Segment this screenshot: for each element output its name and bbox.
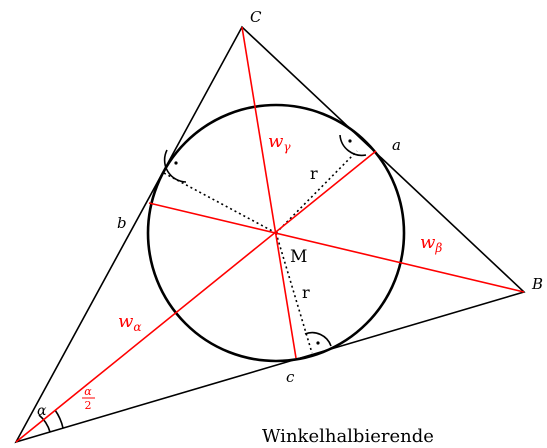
side-label-b: b bbox=[117, 214, 127, 232]
right-angle-mark-a bbox=[339, 134, 367, 157]
angle-arc-alpha bbox=[38, 414, 51, 433]
vertex-label-c: C bbox=[250, 8, 262, 26]
half-alpha-numerator: α bbox=[84, 385, 92, 398]
half-alpha-denominator: 2 bbox=[85, 399, 92, 412]
side-label-c: c bbox=[286, 368, 295, 386]
bisector-alpha bbox=[15, 150, 377, 443]
angle-arc-half-alpha bbox=[54, 409, 64, 429]
angle-label-alpha: α bbox=[37, 403, 47, 419]
radius-label-lower: r bbox=[302, 283, 310, 302]
label-w-beta: wβ bbox=[420, 232, 442, 255]
bisector-gamma bbox=[241, 26, 297, 359]
center-label: M bbox=[290, 247, 307, 267]
side-label-a: a bbox=[392, 136, 401, 154]
right-angle-dot-c bbox=[316, 341, 320, 345]
radius-to-c bbox=[275, 232, 313, 354]
radius-label-upper: r bbox=[310, 164, 318, 183]
incircle bbox=[146, 103, 406, 363]
right-angle-dot-a bbox=[348, 139, 352, 143]
right-angle-dot-b bbox=[174, 161, 178, 165]
radius-to-b bbox=[161, 171, 277, 234]
vertex-label-b: B bbox=[531, 275, 543, 293]
angle-label-half-alpha: α 2 bbox=[82, 385, 95, 412]
right-angle-mark-b bbox=[163, 149, 187, 183]
radius-to-a bbox=[275, 150, 358, 234]
caption: Winkelhalbierende bbox=[262, 426, 434, 447]
label-w-gamma: wγ bbox=[268, 131, 291, 154]
right-angle-mark-c bbox=[304, 331, 332, 347]
label-w-alpha: wα bbox=[118, 311, 142, 334]
triangle bbox=[14, 25, 526, 444]
bisector-beta bbox=[148, 202, 525, 293]
